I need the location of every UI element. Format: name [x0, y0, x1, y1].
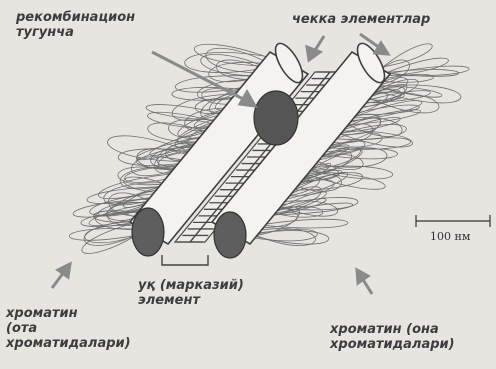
label-lateral-elements: чекка элементлар [292, 12, 430, 27]
label-chromatin-father: хроматин (она хроматидалари) [330, 322, 455, 352]
label-chromatin-mother: хроматин (ота хроматидалари) [6, 306, 131, 351]
label-recombination-nodule: рекомбинацион тугунча [16, 10, 135, 40]
central-element-bracket [162, 255, 208, 265]
scale-bar-label: 100 нм [430, 230, 470, 243]
lateral-end-left-oval [132, 208, 164, 256]
label-central-element: уқ (марказий) элемент [138, 278, 244, 308]
lateral-end-right-oval [214, 212, 246, 258]
scale-bar [416, 215, 490, 227]
recombination-nodule-oval [254, 91, 298, 145]
